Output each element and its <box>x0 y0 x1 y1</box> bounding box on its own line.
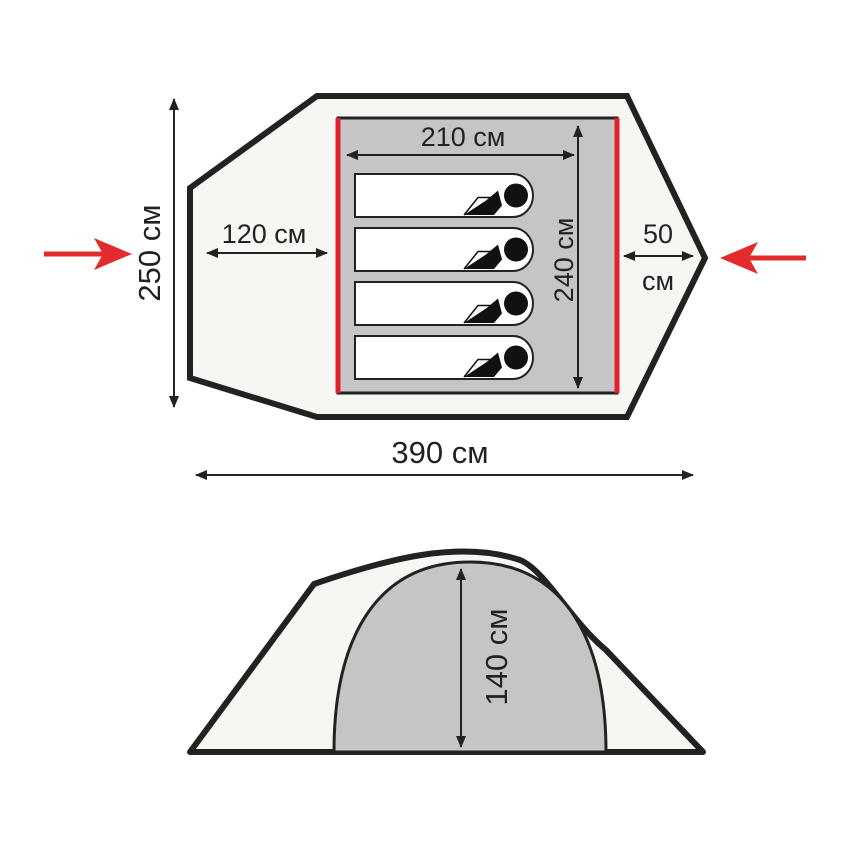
right-vestibule-unit: см <box>642 266 674 296</box>
height-label: 140 см <box>479 608 514 705</box>
side-view: 140 см <box>187 548 706 755</box>
inner-width-label: 240 см <box>549 218 579 303</box>
total-length-label: 390 см <box>391 435 488 470</box>
red-arrow-left-icon <box>720 242 806 274</box>
inner-length-label: 210 см <box>421 122 506 152</box>
sleeping-person-icon <box>463 291 528 324</box>
left-vestibule-label: 120 см <box>222 219 307 249</box>
inner-tent-side <box>332 560 608 754</box>
red-arrow-right-icon <box>44 238 132 270</box>
sleeping-mat <box>354 335 534 380</box>
sleeping-mats <box>354 173 534 380</box>
right-vestibule-value: 50 <box>643 219 673 249</box>
floor-plan: 210 см 240 см 120 см 50 см <box>187 93 709 420</box>
total-width-label: 250 см <box>132 204 167 301</box>
sleeping-person-icon <box>463 237 528 270</box>
sleeping-mat <box>354 281 534 326</box>
sleeping-mat <box>354 227 534 272</box>
sleeping-mat <box>354 173 534 218</box>
sleeping-person-icon <box>463 183 528 216</box>
sleeping-person-icon <box>463 345 528 378</box>
